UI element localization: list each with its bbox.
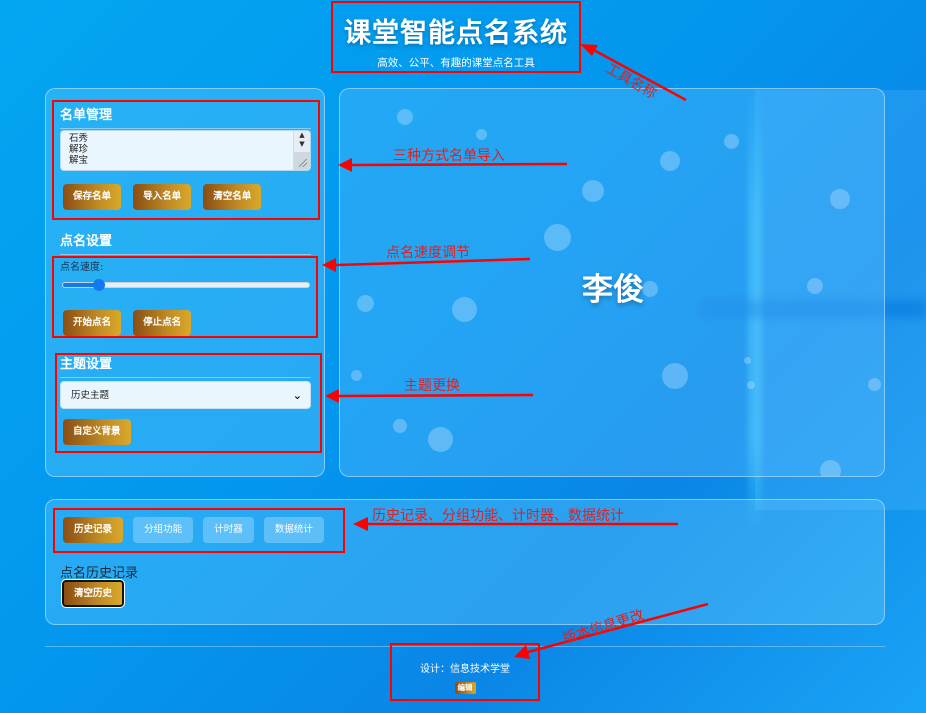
bubble-decoration bbox=[452, 297, 477, 322]
background-streak bbox=[748, 80, 762, 530]
bubble-decoration bbox=[476, 129, 487, 140]
background-light-pane bbox=[755, 90, 926, 510]
bubble-decoration bbox=[351, 370, 362, 381]
theme-select[interactable]: 历史主题 ⌄ bbox=[60, 381, 311, 409]
custom-background-button[interactable]: 自定义背景 bbox=[63, 419, 131, 445]
feature-panel: 历史记录 分组功能 计时器 数据统计 点名历史记录 清空历史 bbox=[45, 499, 885, 625]
app-header: 课堂智能点名系统 高效、公平、有趣的课堂点名工具 bbox=[332, 2, 580, 72]
tab-history[interactable]: 历史记录 bbox=[63, 517, 124, 543]
roster-section-title: 名单管理 bbox=[60, 104, 311, 129]
design-credit: 设计：信息技术学堂 bbox=[420, 664, 510, 675]
annotation-speed-adjust: 点名速度调节 bbox=[386, 245, 470, 261]
tab-timer[interactable]: 计时器 bbox=[203, 517, 254, 543]
footer: 设计：信息技术学堂 编辑 bbox=[390, 660, 540, 694]
theme-select-value: 历史主题 bbox=[71, 390, 110, 401]
bubble-decoration bbox=[820, 460, 841, 476]
bubble-decoration bbox=[357, 295, 374, 312]
name-list-textarea[interactable]: 石秀 解珍 解宝 ▲ ▼ bbox=[60, 130, 311, 171]
control-panel: 名单管理 石秀 解珍 解宝 ▲ ▼ 保存名单 导入名单 清空名单 点名设置 点名… bbox=[45, 88, 325, 477]
annotation-box-tabs bbox=[53, 508, 345, 553]
scroll-up-icon[interactable]: ▲ bbox=[299, 131, 305, 139]
annotation-features: 历史记录、分组功能、计时器、数据统计 bbox=[372, 508, 624, 524]
history-title: 点名历史记录 bbox=[60, 566, 139, 581]
annotation-box-footer bbox=[390, 643, 540, 701]
speed-slider-thumb[interactable] bbox=[93, 279, 105, 291]
tab-grouping[interactable]: 分组功能 bbox=[133, 517, 194, 543]
textarea-scrollbar[interactable]: ▲ ▼ bbox=[293, 131, 310, 170]
app-title: 课堂智能点名系统 bbox=[344, 18, 568, 49]
name-display-panel: 李俊 bbox=[339, 88, 885, 477]
edit-footer-button[interactable]: 编辑 bbox=[454, 682, 476, 694]
theme-settings-title: 主题设置 bbox=[60, 353, 311, 378]
speed-label: 点名速度: bbox=[60, 262, 104, 273]
chevron-down-icon: ⌄ bbox=[292, 389, 302, 402]
bubble-decoration bbox=[393, 419, 407, 433]
bubble-decoration bbox=[724, 134, 739, 149]
bubble-decoration bbox=[744, 357, 751, 364]
annotation-box-speed bbox=[52, 256, 318, 338]
resize-grip-icon[interactable] bbox=[294, 152, 310, 170]
start-call-button[interactable]: 开始点名 bbox=[63, 310, 122, 336]
call-settings-title: 点名设置 bbox=[60, 230, 311, 255]
annotation-box-theme bbox=[55, 353, 322, 453]
bubble-decoration bbox=[747, 381, 755, 389]
bubble-decoration bbox=[660, 151, 680, 171]
footer-divider bbox=[45, 646, 885, 647]
speed-slider[interactable] bbox=[62, 279, 310, 291]
bubble-decoration bbox=[830, 189, 850, 209]
annotation-import-methods: 三种方式名单导入 bbox=[393, 148, 505, 164]
name-entry: 解珍 bbox=[69, 144, 89, 155]
feature-tabs: 历史记录 分组功能 计时器 数据统计 bbox=[63, 517, 324, 543]
clear-history-button[interactable]: 清空历史 bbox=[60, 579, 126, 608]
name-entry: 解宝 bbox=[69, 155, 89, 166]
scroll-down-icon[interactable]: ▼ bbox=[299, 140, 305, 148]
tab-statistics[interactable]: 数据统计 bbox=[263, 517, 324, 543]
clear-roster-button[interactable]: 清空名单 bbox=[203, 184, 262, 210]
bubble-decoration bbox=[544, 224, 571, 251]
bubble-decoration bbox=[807, 278, 823, 294]
bubble-decoration bbox=[642, 281, 658, 297]
stop-call-button[interactable]: 停止点名 bbox=[133, 310, 192, 336]
bubble-decoration bbox=[868, 378, 881, 391]
name-entry: 石秀 bbox=[69, 133, 89, 144]
bubble-decoration bbox=[662, 363, 688, 389]
save-roster-button[interactable]: 保存名单 bbox=[63, 184, 122, 210]
speed-slider-fill bbox=[63, 283, 100, 287]
annotation-box-title bbox=[331, 1, 581, 73]
annotation-box-roster bbox=[52, 100, 320, 220]
bubble-decoration bbox=[582, 180, 604, 202]
bubble-decoration bbox=[428, 427, 453, 452]
import-roster-button[interactable]: 导入名单 bbox=[133, 184, 192, 210]
bubble-decoration bbox=[397, 109, 413, 125]
background-streak bbox=[700, 300, 926, 318]
current-name: 李俊 bbox=[582, 272, 644, 308]
app-subtitle: 高效、公平、有趣的课堂点名工具 bbox=[377, 57, 535, 69]
annotation-theme-change: 主题更换 bbox=[404, 378, 460, 394]
